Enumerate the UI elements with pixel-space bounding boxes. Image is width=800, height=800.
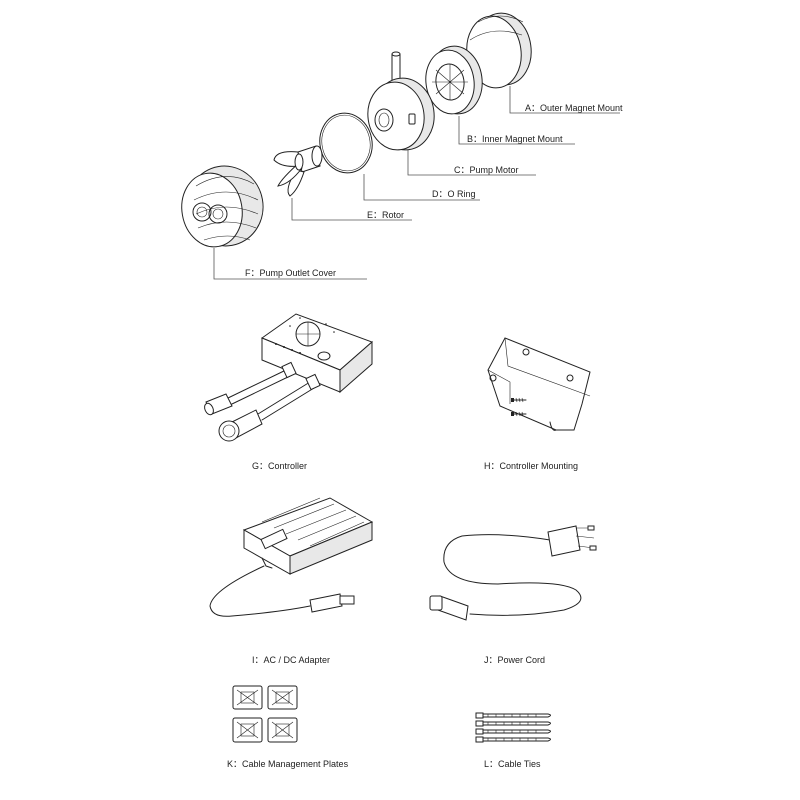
label-cable-ties: L：Cable Ties xyxy=(484,759,541,769)
label-power-cord: J：Power Cord xyxy=(484,655,546,665)
label-outer-magnet-mount: A：Outer Magnet Mount xyxy=(525,103,623,113)
controller xyxy=(204,313,373,442)
label-o-ring: D：O Ring xyxy=(432,189,476,199)
pump-outlet-cover xyxy=(181,165,264,248)
rotor xyxy=(273,145,323,197)
label-controller-mounting: H：Controller Mounting xyxy=(484,461,579,471)
controller-mounting xyxy=(487,337,591,431)
power-cord xyxy=(429,525,597,621)
label-pump-motor: C：Pump Motor xyxy=(454,165,519,175)
label-ac-dc-adapter: I：AC / DC Adapter xyxy=(252,655,331,665)
ac-dc-adapter xyxy=(209,497,374,617)
label-controller: G：Controller xyxy=(252,461,308,471)
inner-magnet-mount xyxy=(425,45,483,115)
cable-management-plates xyxy=(232,685,298,743)
pump-motor xyxy=(367,51,435,151)
leader-lines xyxy=(213,86,620,280)
cable-ties xyxy=(475,712,551,743)
label-rotor: E：Rotor xyxy=(367,210,405,220)
label-pump-outlet-cover: F：Pump Outlet Cover xyxy=(245,268,337,278)
label-inner-magnet-mount: B：Inner Magnet Mount xyxy=(467,134,563,144)
label-cable-management-plates: K：Cable Management Plates xyxy=(227,759,349,769)
